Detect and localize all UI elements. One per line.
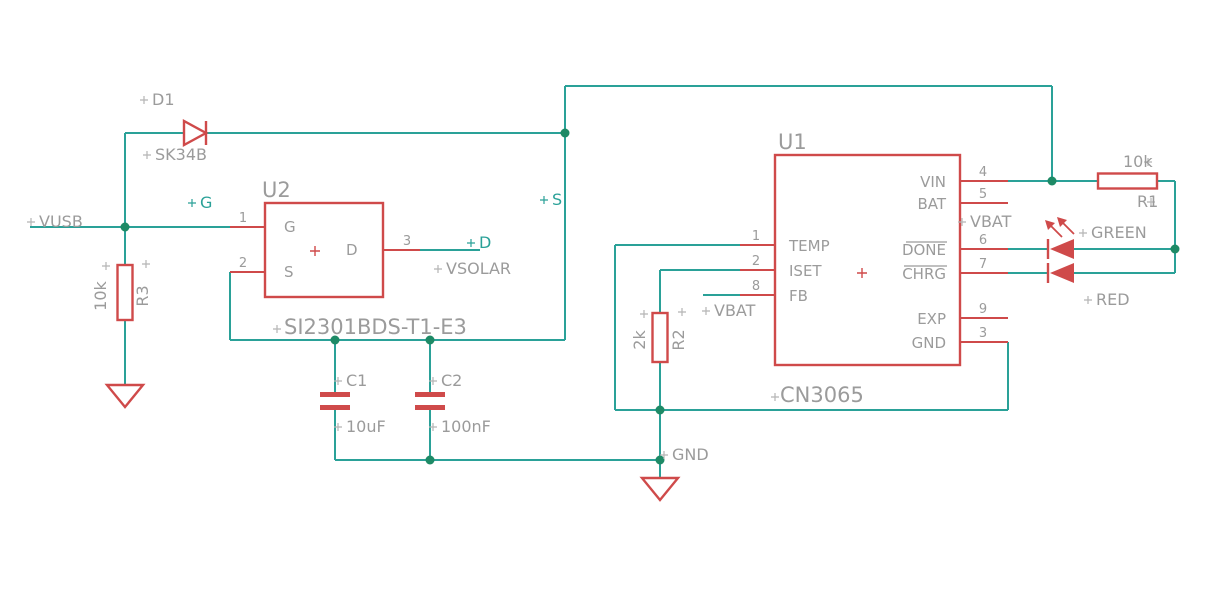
net-label-drain: D xyxy=(479,233,491,252)
d1-diode-symbol xyxy=(182,118,209,148)
c2-value: 100nF xyxy=(441,417,491,436)
net-label-origin-markers xyxy=(188,196,548,247)
c1-name: C1 xyxy=(346,371,367,390)
label-origin-markers xyxy=(27,96,1155,459)
net-label-gate: G xyxy=(200,193,212,212)
r2-body xyxy=(651,311,669,364)
u1-pin-gnd-label: GND xyxy=(912,334,946,352)
junction xyxy=(1047,176,1057,186)
d1-name: D1 xyxy=(152,90,175,109)
c1-plate-top xyxy=(320,392,350,397)
u1-pin-temp-label: TEMP xyxy=(788,237,830,255)
c1-plate-bottom xyxy=(320,405,350,410)
u1-pin-vin-label: VIN xyxy=(920,173,946,191)
component-pins xyxy=(230,180,1008,343)
u2-pin3-number: 3 xyxy=(403,234,411,249)
component-bodies xyxy=(104,118,1159,502)
u2-pin-s-label: S xyxy=(284,263,294,281)
u1-pin8-number: 8 xyxy=(752,279,760,294)
r3-body xyxy=(116,263,134,322)
net-label-vsolar: VSOLAR xyxy=(446,259,511,278)
u1-pin5-number: 5 xyxy=(979,187,987,202)
u2-pin2-number: 2 xyxy=(239,256,247,271)
u1-pin6-number: 6 xyxy=(979,233,987,248)
net-wires xyxy=(30,85,1176,478)
led-green-label: GREEN xyxy=(1091,223,1147,242)
led-emission-arrows xyxy=(1045,217,1075,238)
u1-pin-done-label: DONE xyxy=(902,241,946,259)
led-green-symbol xyxy=(1050,239,1074,259)
junction xyxy=(425,335,435,345)
u2-origin-cross xyxy=(310,246,320,256)
junction xyxy=(655,455,665,465)
junction xyxy=(655,405,665,415)
r1-value: 10k xyxy=(1123,152,1153,171)
u1-pin-bat-label: BAT xyxy=(917,195,946,213)
u1-name: U1 xyxy=(778,130,807,154)
junction-dots xyxy=(120,128,1180,465)
u1-pin-fb-label: FB xyxy=(789,287,808,305)
d1-value: SK34B xyxy=(155,145,207,164)
net-label-gnd: GND xyxy=(672,445,709,464)
led-red-label: RED xyxy=(1096,290,1130,309)
r3-value: 10k xyxy=(91,280,110,310)
u1-pin7-number: 7 xyxy=(979,257,987,272)
c2-name: C2 xyxy=(441,371,462,390)
junction xyxy=(425,455,435,465)
u1-origin-cross xyxy=(857,268,867,278)
u1-pin2-number: 2 xyxy=(752,254,760,269)
r2-name: R2 xyxy=(669,329,688,350)
u1-pin4-number: 4 xyxy=(979,165,987,180)
c1-value: 10uF xyxy=(346,417,386,436)
junction xyxy=(330,335,340,345)
emission-arrow-head xyxy=(1057,217,1067,227)
c2-plate-top xyxy=(415,392,445,397)
u2-pin1-number: 1 xyxy=(239,211,247,226)
c2-plate-bottom xyxy=(415,405,445,410)
led-red-symbol xyxy=(1050,263,1074,283)
u2-name: U2 xyxy=(262,178,291,202)
u1-pin-iset-label: ISET xyxy=(789,262,822,280)
u1-pin9-number: 9 xyxy=(979,302,987,317)
u2-pin-d-label: D xyxy=(346,241,358,259)
net-label-source: S xyxy=(552,190,562,209)
u1-pin-chrg-label: CHRG xyxy=(902,265,946,283)
junction xyxy=(1170,244,1180,254)
net-label-vbat-bat: VBAT xyxy=(970,212,1012,231)
junction xyxy=(120,222,130,232)
junction xyxy=(560,128,570,138)
u1-body xyxy=(773,153,962,367)
net-label-vusb: VUSB xyxy=(39,212,83,231)
r1-body xyxy=(1096,172,1159,190)
gnd-symbol-main xyxy=(639,476,681,502)
u1-pin-exp-label: EXP xyxy=(917,310,946,328)
u1-value: CN3065 xyxy=(780,383,864,407)
u2-pin-g-label: G xyxy=(284,218,296,236)
u2-value: SI2301BDS-T1-E3 xyxy=(284,315,467,339)
u2-body xyxy=(263,201,385,299)
u1-pin3-number: 3 xyxy=(979,326,987,341)
emission-arrow-head xyxy=(1045,220,1055,230)
r3-name: R3 xyxy=(133,285,152,306)
net-label-vbat-fb: VBAT xyxy=(714,301,756,320)
gnd-symbol-left xyxy=(104,383,146,409)
r1-name: R1 xyxy=(1137,192,1158,211)
u1-pin1-number: 1 xyxy=(752,229,760,244)
r2-value: 2k xyxy=(630,330,649,350)
